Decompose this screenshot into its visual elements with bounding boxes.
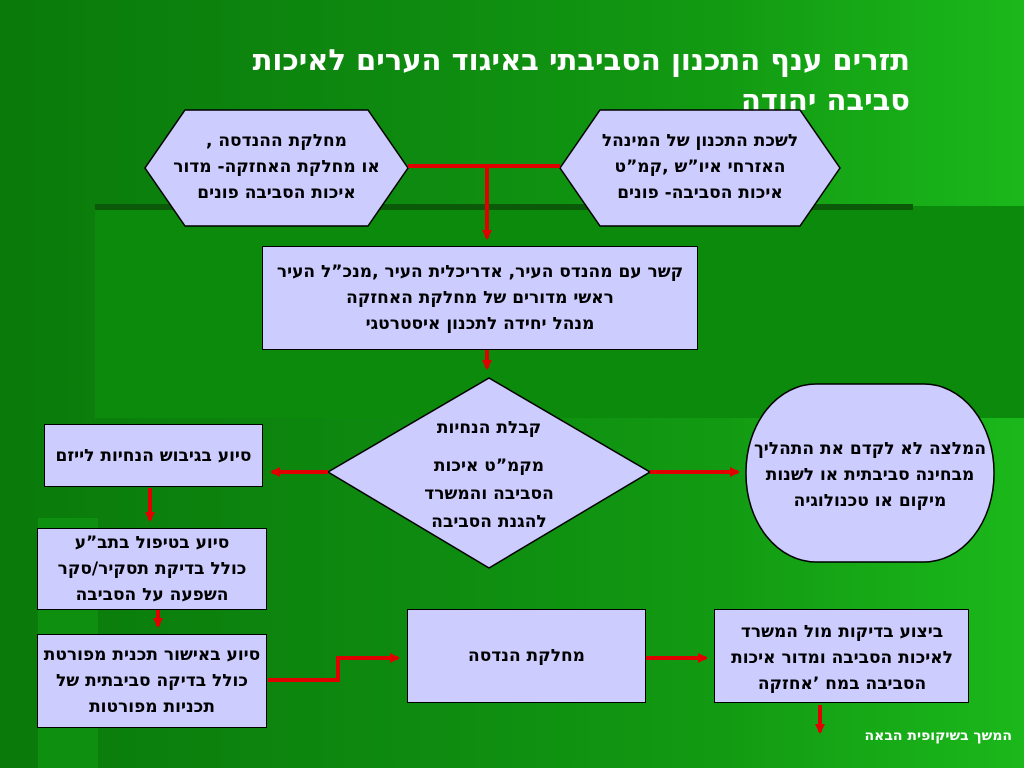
diamond-line-4: להגנת הסביבה bbox=[431, 512, 547, 532]
inspections-line-1: ביצוע בדיקות מול המשרד bbox=[740, 622, 944, 642]
eia-line-1: סיוע בטיפול בתב”ע bbox=[74, 533, 230, 553]
diamond-text: קבלת הנחיות מקמ”ט איכות הסביבה והמשרד לה… bbox=[380, 414, 598, 536]
hexagon-right-text: לשכת התכנון של המינהל האזרחי איו”ש ,קמ”ט… bbox=[565, 128, 835, 206]
hexagon-left-line-2: או מחלקת האחזקה- מדור bbox=[173, 157, 380, 177]
contact-line-3: מנהל יחידה לתכנון איסטרטגי bbox=[365, 314, 595, 334]
contact-line-2: ראשי מדורים של מחלקת האחזקה bbox=[346, 288, 614, 308]
contact-line-1: קשר עם מהנדס העיר, אדריכלית העיר ,מנכ”ל … bbox=[276, 262, 684, 282]
detailed-plan-line-2: כולל בדיקה סביבתית של bbox=[55, 671, 249, 691]
rounded-recommendation bbox=[745, 383, 995, 563]
hexagon-left-text: מחלקת ההנדסה , או מחלקת האחזקה- מדור איכ… bbox=[150, 128, 403, 206]
guidelines-text: סיוע בגיבוש הנחיות לייזם bbox=[55, 445, 252, 466]
decision-diamond bbox=[326, 377, 652, 569]
detailed-plan-box bbox=[37, 634, 267, 728]
eia-box: סיוע בטיפול בתב”ע כולל בדיקת תסקיר/סקר ה… bbox=[37, 528, 267, 610]
diamond-line-3: הסביבה והמשרד bbox=[424, 484, 554, 504]
contact-box-text: קשר עם מהנדס העיר, אדריכלית העיר ,מנכ”ל … bbox=[250, 259, 710, 337]
contact-box bbox=[262, 246, 698, 350]
background-band-line bbox=[95, 204, 913, 210]
arrow-to-engineering bbox=[268, 653, 400, 682]
recommendation-text: המלצה לא לקדם את התהליך מבחינה סביבתית א… bbox=[740, 436, 1000, 514]
hexagon-right-line-2: האזרחי איו”ש ,קמ”ט bbox=[614, 157, 786, 177]
recommendation-line-1: המלצה לא לקדם את התהליך bbox=[753, 439, 987, 459]
detailed-plan-line-3: תכניות מפורטות bbox=[89, 697, 215, 717]
hexagon-right-line-3: איכות הסביבה- פונים bbox=[617, 183, 783, 203]
recommendation-line-2: מבחינה סביבתית או לשנות bbox=[765, 465, 975, 485]
inspections-line-2: לאיכות הסביבה ומדור איכות bbox=[731, 648, 953, 668]
eia-text: סיוע בטיפול בתב”ע כולל בדיקת תסקיר/סקר ה… bbox=[58, 530, 247, 608]
eia-line-3: השפעה על הסביבה bbox=[75, 585, 229, 605]
inspections-line-3: הסביבה במח ’אחזקה bbox=[757, 674, 927, 694]
eia-line-2: כולל בדיקת תסקיר/סקר bbox=[57, 559, 247, 579]
diamond-line-1: קבלת הנחיות bbox=[436, 418, 542, 438]
engineering-text: מחלקת הנדסה bbox=[468, 646, 585, 666]
detailed-plan-text: סיוע באישור תכנית מפורטת כולל בדיקה סביב… bbox=[24, 642, 280, 720]
engineering-box: מחלקת הנדסה bbox=[407, 609, 646, 703]
inspections-text: ביצוע בדיקות מול המשרד לאיכות הסביבה ומד… bbox=[708, 619, 976, 697]
footer-note: המשך בשיקופית הבאה bbox=[864, 728, 1012, 744]
hexagon-right-line-1: לשכת התכנון של המינהל bbox=[601, 131, 799, 151]
diamond-line-2: מקמ”ט איכות bbox=[433, 456, 545, 476]
hexagon-left-line-3: איכות הסביבה פונים bbox=[197, 183, 356, 203]
recommendation-line-3: מיקום או טכנולוגיה bbox=[793, 491, 947, 511]
guidelines-box: סיוע בגיבוש הנחיות לייזם bbox=[44, 424, 263, 487]
hexagon-left-line-1: מחלקת ההנדסה , bbox=[206, 131, 347, 151]
detailed-plan-line-1: סיוע באישור תכנית מפורטת bbox=[43, 645, 261, 665]
hexagon-left bbox=[144, 109, 409, 227]
inspections-box bbox=[714, 609, 969, 703]
